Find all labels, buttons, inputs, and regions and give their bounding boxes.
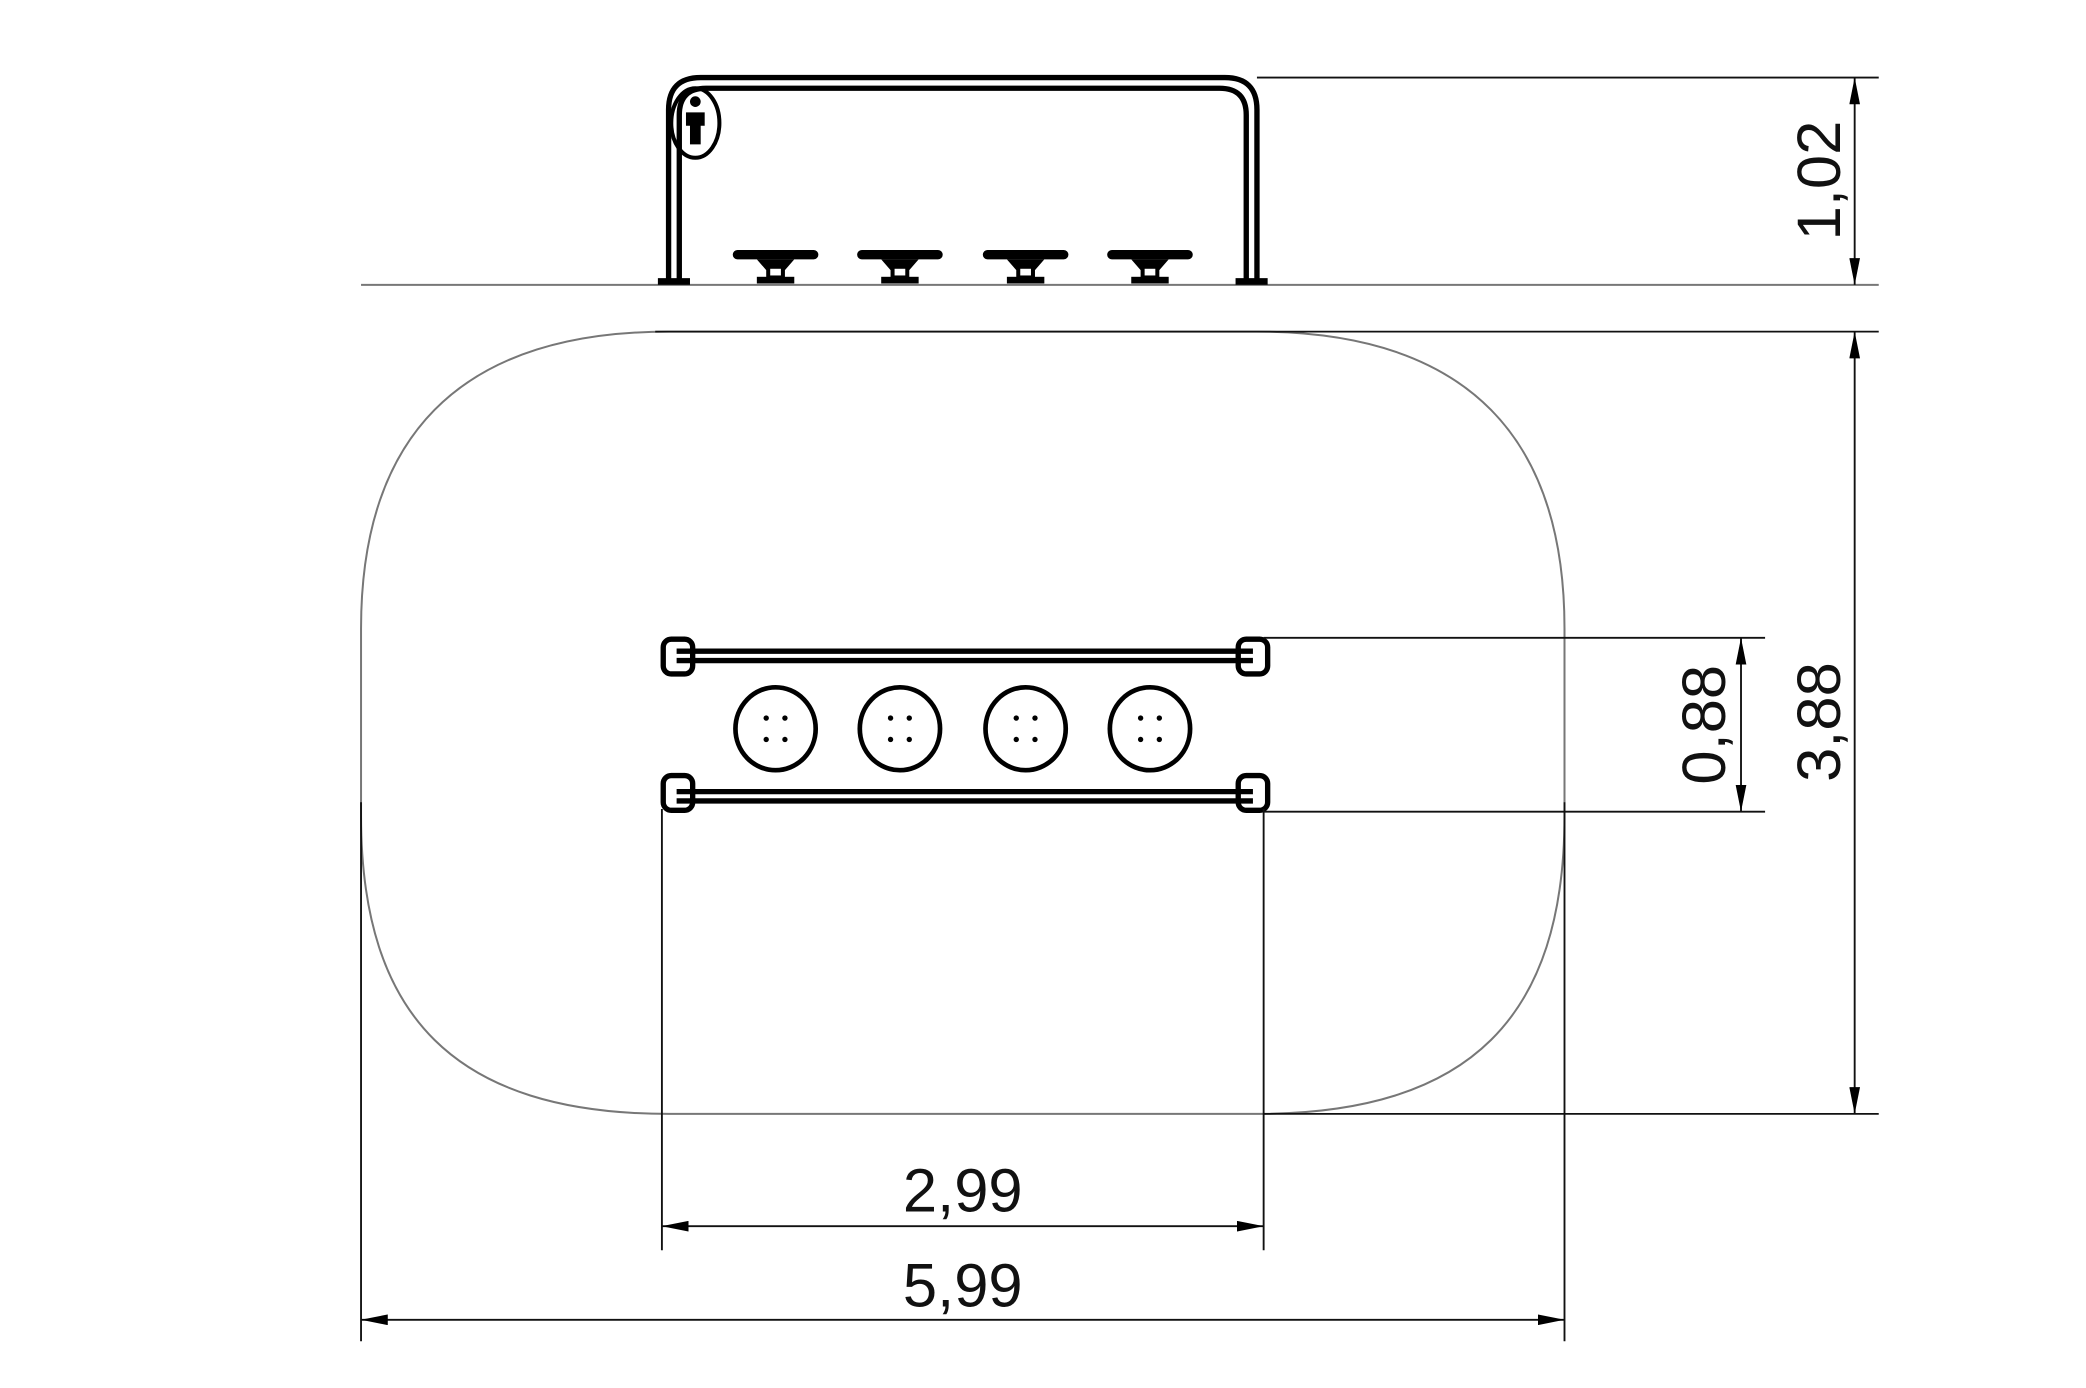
user-sign-icon [669, 86, 722, 160]
side-seats [732, 250, 1193, 284]
seat-side [1107, 250, 1193, 284]
rail-spacing-label: 0,88 [1670, 665, 1739, 785]
seat-top [1107, 684, 1193, 773]
seat-side [732, 250, 819, 284]
side-view: 1,02 [361, 74, 1879, 286]
seat-top [733, 684, 819, 773]
height-dimension-label: 1,02 [1785, 121, 1854, 241]
area-width-label: 5,99 [903, 1251, 1023, 1320]
area-depth-label: 3,88 [1785, 662, 1854, 782]
seat-top [857, 684, 943, 773]
safety-area-outline [360, 330, 1566, 1115]
plan-seats [733, 684, 1193, 773]
seat-top [983, 684, 1069, 773]
frame-bar [657, 74, 1268, 285]
equipment-length-label: 2,99 [903, 1156, 1023, 1225]
seat-side [857, 250, 943, 284]
rail-bottom [660, 772, 1271, 814]
seat-side [982, 250, 1069, 284]
rail-top [660, 636, 1271, 677]
plan-view: 3,88 0,88 2,99 5,99 [360, 330, 1879, 1342]
